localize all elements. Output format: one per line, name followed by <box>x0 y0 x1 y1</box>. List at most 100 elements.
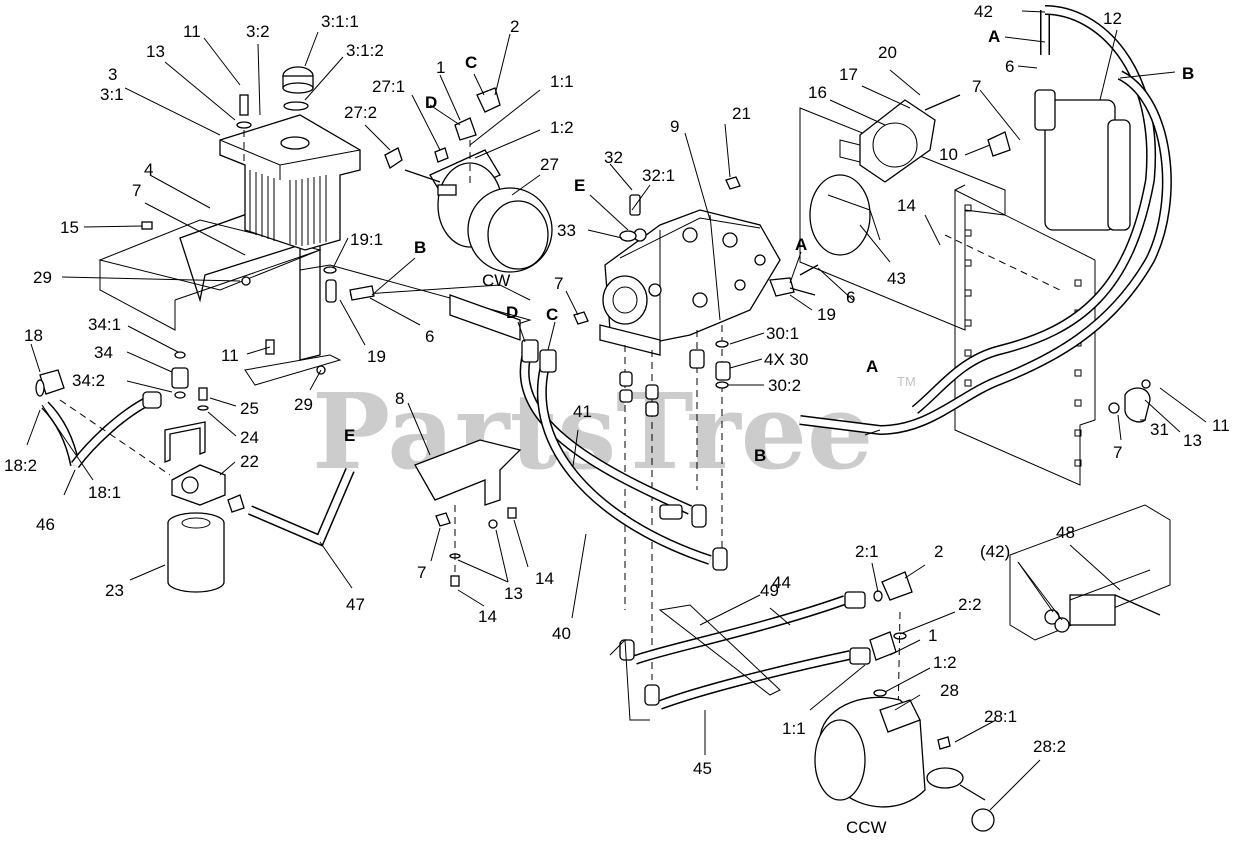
callout-18-2: 18:2 <box>4 456 37 475</box>
callout-44: 44 <box>772 573 791 592</box>
pump-mount-plate <box>799 94 1006 331</box>
callout-e-mid: E <box>574 176 585 195</box>
callout-7-top-right: 7 <box>972 77 981 96</box>
callout-d-mid: D <box>506 303 518 322</box>
callout-49: 49 <box>760 581 779 600</box>
callout-15: 15 <box>60 218 79 237</box>
callout-7-mid: 7 <box>554 274 563 293</box>
callout-29-left: 29 <box>33 268 52 287</box>
callout-2-top: 2 <box>510 17 519 36</box>
hydrostatic-pump <box>573 176 819 680</box>
callout-a-mid: A <box>795 235 807 254</box>
callout-34: 34 <box>94 343 113 362</box>
oil-filter-assembly <box>35 351 355 593</box>
callout-13-right: 13 <box>1183 431 1202 450</box>
callout-33: 33 <box>557 221 576 240</box>
callout-1-top: 1 <box>436 58 445 77</box>
callout-27: 27 <box>540 155 559 174</box>
callout-14-lower-b: 14 <box>478 607 497 626</box>
callout-19-mid: 19 <box>367 347 386 366</box>
callout-22: 22 <box>240 452 259 471</box>
callout-d-top: D <box>425 93 437 112</box>
callout-7-lower: 7 <box>417 563 426 582</box>
callout-c-top: C <box>465 53 477 72</box>
watermark-trademark: TM <box>897 374 916 389</box>
callout-1-1-top: 1:1 <box>550 72 574 91</box>
wheel-motor-cw <box>384 87 553 273</box>
callout-45: 45 <box>693 759 712 778</box>
callout-6-right: 6 <box>846 288 855 307</box>
callout-b-right: B <box>754 446 766 465</box>
wheel-motor-ccw <box>814 696 995 832</box>
callout-9: 9 <box>670 117 679 136</box>
callout-42-paren: (42) <box>980 542 1010 561</box>
callout-30-2: 30:2 <box>768 376 801 395</box>
callout-7-right: 7 <box>1113 443 1122 462</box>
callout-1-2-top: 1:2 <box>550 118 574 137</box>
callout-a-right: A <box>866 357 878 376</box>
callout-4: 4 <box>144 160 153 179</box>
label-cw: CW <box>482 271 510 290</box>
callout-43: 43 <box>887 269 906 288</box>
callout-a-top-right: A <box>988 27 1000 46</box>
callout-30-1: 30:1 <box>766 324 799 343</box>
callout-e-lower: E <box>344 426 355 445</box>
callout-23: 23 <box>105 581 124 600</box>
label-ccw: CCW <box>846 818 887 837</box>
callout-13-lower: 13 <box>504 584 523 603</box>
watermark-text: PartsTree <box>312 370 873 493</box>
tube-bundle-inset <box>1009 504 1171 641</box>
callout-28-1: 28:1 <box>984 707 1017 726</box>
callout-14-lower-a: 14 <box>535 569 554 588</box>
callout-3-1-2: 3:1:2 <box>346 41 384 60</box>
callout-1-bottom: 1 <box>928 626 937 645</box>
callout-b-mid: B <box>414 238 426 257</box>
callout-32-1: 32:1 <box>642 166 675 185</box>
callout-3: 3 <box>108 65 117 84</box>
callout-3-1-1: 3:1:1 <box>321 12 359 31</box>
callout-21: 21 <box>732 104 751 123</box>
callout-1-2-bottom: 1:2 <box>933 653 957 672</box>
callout-20: 20 <box>878 43 897 62</box>
leader-lines <box>26 10 1207 811</box>
callout-6-top-right: 6 <box>1005 57 1014 76</box>
hydraulic-tank-assembly <box>98 66 532 386</box>
callout-11-mid: 11 <box>221 346 239 365</box>
callout-41: 41 <box>573 402 592 421</box>
callout-12: 12 <box>1103 9 1122 28</box>
hydraulic-hoses <box>519 5 1172 721</box>
callout-8: 8 <box>395 389 404 408</box>
right-clamp-31 <box>1108 379 1151 423</box>
callout-2-2: 2:2 <box>958 595 982 614</box>
callout-17: 17 <box>839 65 858 84</box>
callout-46: 46 <box>36 515 55 534</box>
callout-24: 24 <box>240 428 259 447</box>
callout-14-right: 14 <box>897 196 916 215</box>
callout-4x30: 4X 30 <box>764 350 808 369</box>
callout-b-top-right: B <box>1182 64 1194 83</box>
callout-labels: 42 A 12 B 6 7 10 20 17 16 21 9 43 14 2 C… <box>4 2 1230 837</box>
callout-18-1: 18:1 <box>88 483 121 502</box>
callout-42-top: 42 <box>974 2 993 21</box>
callout-27-1: 27:1 <box>372 77 405 96</box>
callout-10: 10 <box>939 145 958 164</box>
callout-c-mid: C <box>546 305 558 324</box>
callout-6-mid: 6 <box>425 327 434 346</box>
callout-2-bottom: 2 <box>934 542 943 561</box>
callout-19-1: 19:1 <box>350 230 383 249</box>
callout-11-top: 11 <box>183 22 201 41</box>
callout-32: 32 <box>604 148 623 167</box>
callout-18: 18 <box>24 326 43 345</box>
pump-support-bracket <box>414 439 522 587</box>
callout-28: 28 <box>940 681 959 700</box>
callout-27-2: 27:2 <box>344 103 377 122</box>
callout-13-top: 13 <box>146 42 165 61</box>
callout-31: 31 <box>1150 420 1169 439</box>
callout-40: 40 <box>552 624 571 643</box>
callout-47: 47 <box>346 595 365 614</box>
callout-3-2: 3:2 <box>246 22 270 41</box>
callout-3-1: 3:1 <box>100 85 124 104</box>
callout-25: 25 <box>240 399 259 418</box>
callout-7-left: 7 <box>132 181 141 200</box>
